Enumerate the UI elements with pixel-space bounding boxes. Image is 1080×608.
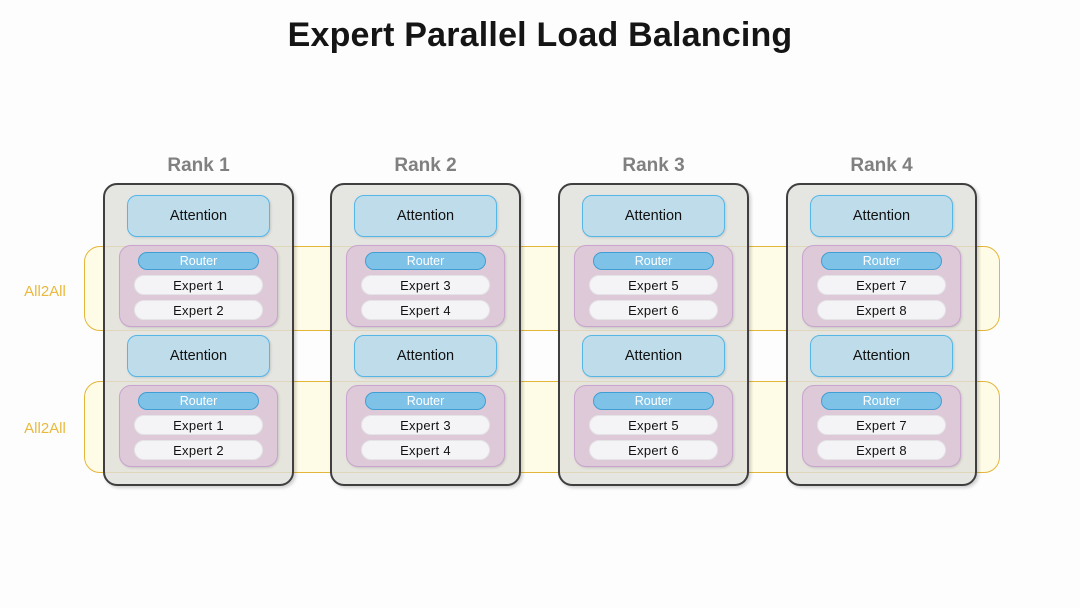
expert-block: Expert 7 (817, 415, 946, 435)
rank-label-1: Rank 1 (167, 155, 230, 176)
moe-block: Router Expert 3 Expert 4 (346, 385, 505, 467)
all2all-label-2: All2All (24, 420, 66, 437)
moe-block: Router Expert 1 Expert 2 (119, 245, 278, 327)
attention-block: Attention (354, 335, 497, 377)
expert-block: Expert 2 (134, 440, 263, 460)
expert-block: Expert 1 (134, 415, 263, 435)
rank-label-4: Rank 4 (850, 155, 913, 176)
moe-block: Router Expert 7 Expert 8 (802, 245, 961, 327)
expert-block: Expert 5 (589, 275, 718, 295)
expert-block: Expert 4 (361, 300, 490, 320)
page-title: Expert Parallel Load Balancing (287, 16, 793, 54)
attention-block: Attention (127, 335, 270, 377)
rank-label-3: Rank 3 (622, 155, 685, 176)
attention-block: Attention (354, 195, 497, 237)
attention-block: Attention (582, 335, 725, 377)
expert-block: Expert 8 (817, 440, 946, 460)
expert-block: Expert 6 (589, 440, 718, 460)
router-block: Router (821, 392, 942, 410)
rank-column-2[interactable]: Rank 2 Attention Router Expert 3 Expert … (330, 155, 521, 486)
rank-column-3[interactable]: Rank 3 Attention Router Expert 5 Expert … (558, 155, 749, 486)
router-block: Router (593, 252, 714, 270)
expert-block: Expert 6 (589, 300, 718, 320)
router-block: Router (593, 392, 714, 410)
expert-block: Expert 3 (361, 415, 490, 435)
moe-block: Router Expert 1 Expert 2 (119, 385, 278, 467)
moe-block: Router Expert 7 Expert 8 (802, 385, 961, 467)
router-block: Router (365, 252, 486, 270)
expert-block: Expert 5 (589, 415, 718, 435)
router-block: Router (365, 392, 486, 410)
router-block: Router (138, 252, 259, 270)
router-block: Router (138, 392, 259, 410)
attention-block: Attention (810, 195, 953, 237)
expert-block: Expert 3 (361, 275, 490, 295)
router-block: Router (821, 252, 942, 270)
all2all-label-1: All2All (24, 283, 66, 300)
rank-column-4[interactable]: Rank 4 Attention Router Expert 7 Expert … (786, 155, 977, 486)
expert-block: Expert 8 (817, 300, 946, 320)
rank-column-1[interactable]: Rank 1 Attention Router Expert 1 Expert … (103, 155, 294, 486)
expert-block: Expert 2 (134, 300, 263, 320)
moe-block: Router Expert 3 Expert 4 (346, 245, 505, 327)
attention-block: Attention (810, 335, 953, 377)
moe-block: Router Expert 5 Expert 6 (574, 245, 733, 327)
attention-block: Attention (127, 195, 270, 237)
attention-block: Attention (582, 195, 725, 237)
expert-block: Expert 1 (134, 275, 263, 295)
moe-block: Router Expert 5 Expert 6 (574, 385, 733, 467)
rank-label-2: Rank 2 (394, 155, 457, 176)
expert-block: Expert 4 (361, 440, 490, 460)
expert-block: Expert 7 (817, 275, 946, 295)
